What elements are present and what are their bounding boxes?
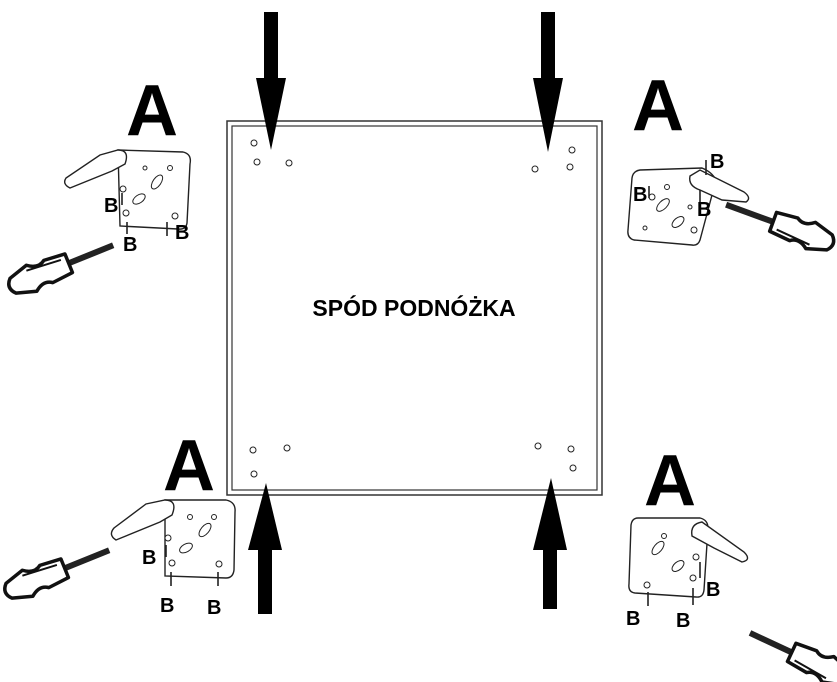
footstool-underside-panel: SPÓD PODNÓŻKA (226, 120, 603, 496)
screw-label-b: B (706, 579, 720, 601)
screw-label-b: B (142, 547, 156, 569)
screwdriver-icon (725, 201, 836, 252)
corner-bracket-icon (63, 149, 192, 230)
corner-bracket-icon (628, 517, 749, 598)
screw-label-b: B (123, 234, 137, 256)
screw-label-b: B (160, 595, 174, 617)
screw-label-b: B (626, 608, 640, 630)
bracket-label-a: A (632, 66, 684, 146)
corner-bracket-icon (627, 167, 750, 246)
down-arrow-icon (256, 12, 286, 150)
screwdriver-icon (748, 630, 837, 682)
corner-bracket-icon (110, 499, 236, 579)
bracket-label-a: A (163, 426, 215, 506)
screw-label-b: B (697, 199, 711, 221)
down-arrow-icon (533, 12, 563, 152)
panel-label: SPÓD PODNÓŻKA (312, 294, 515, 321)
screw-label-b: B (175, 222, 189, 244)
bracket-label-a: A (644, 441, 696, 521)
bracket-label-a: A (126, 71, 178, 151)
screwdriver-icon (3, 547, 111, 600)
up-arrow-icon (248, 483, 282, 614)
screw-label-b: B (104, 195, 118, 217)
screw-label-b: B (633, 184, 647, 206)
screw-label-b: B (676, 610, 690, 632)
screw-label-b: B (207, 597, 221, 619)
screwdriver-icon (7, 242, 115, 295)
up-arrow-icon (533, 478, 567, 609)
screw-label-b: B (710, 151, 724, 173)
